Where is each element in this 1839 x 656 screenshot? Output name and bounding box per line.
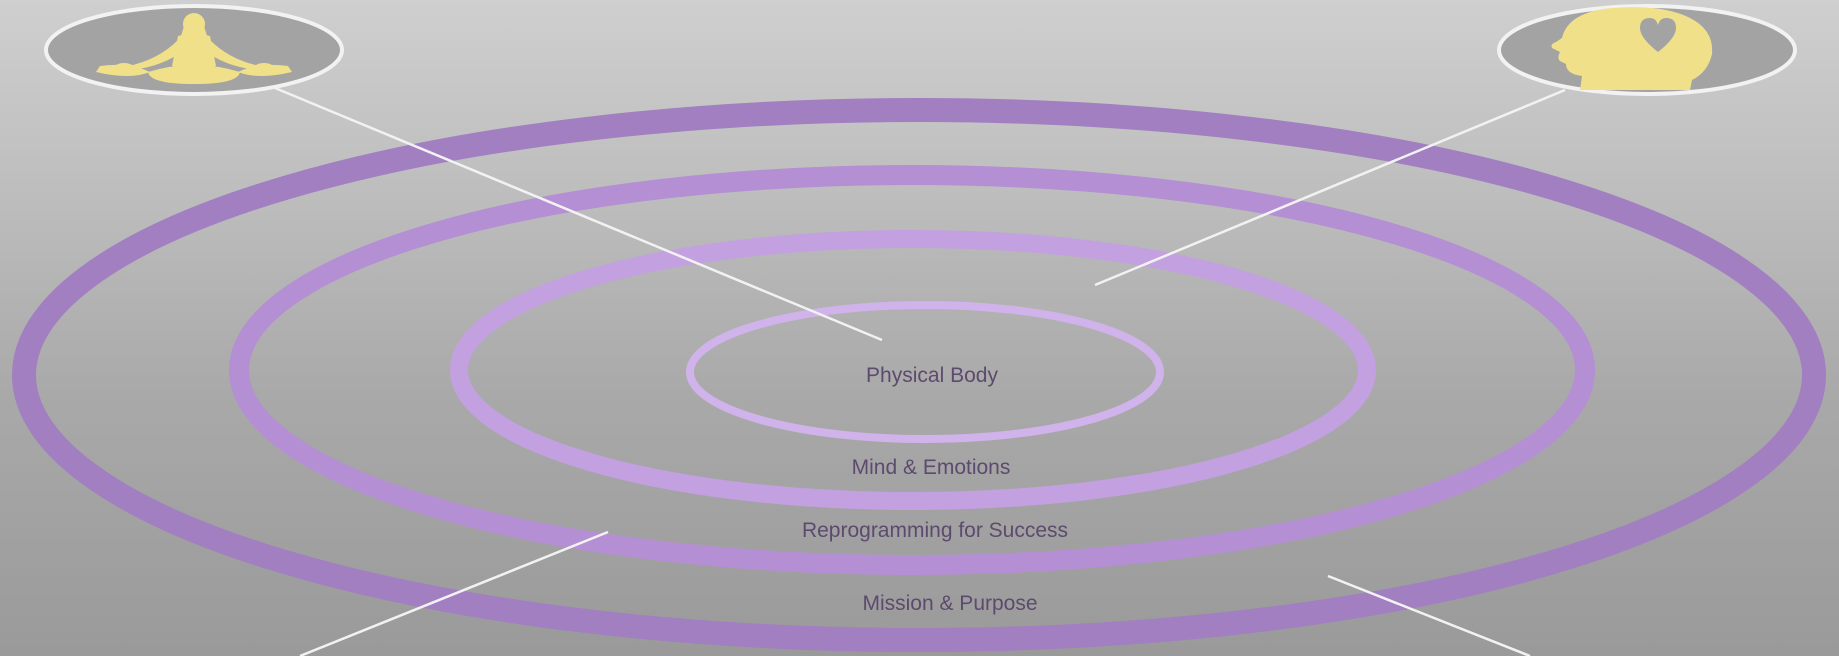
inner-ring xyxy=(686,301,1164,443)
connector-line-bottom-left xyxy=(299,530,609,656)
meditation-icon xyxy=(44,4,344,96)
label-physical-body: Physical Body xyxy=(866,364,998,387)
connector-line-top-right xyxy=(1094,88,1566,287)
ring-3 xyxy=(450,230,1376,510)
outer-ring xyxy=(12,98,1826,652)
label-reprogramming-for-success: Reprogramming for Success xyxy=(802,519,1068,542)
ring-2 xyxy=(229,165,1595,575)
label-mission-purpose: Mission & Purpose xyxy=(862,592,1037,615)
head-heart-icon xyxy=(1497,4,1797,96)
label-mind-emotions: Mind & Emotions xyxy=(852,456,1011,479)
connector-line-top-left xyxy=(274,86,883,342)
connector-line-bottom-right xyxy=(1327,574,1531,656)
